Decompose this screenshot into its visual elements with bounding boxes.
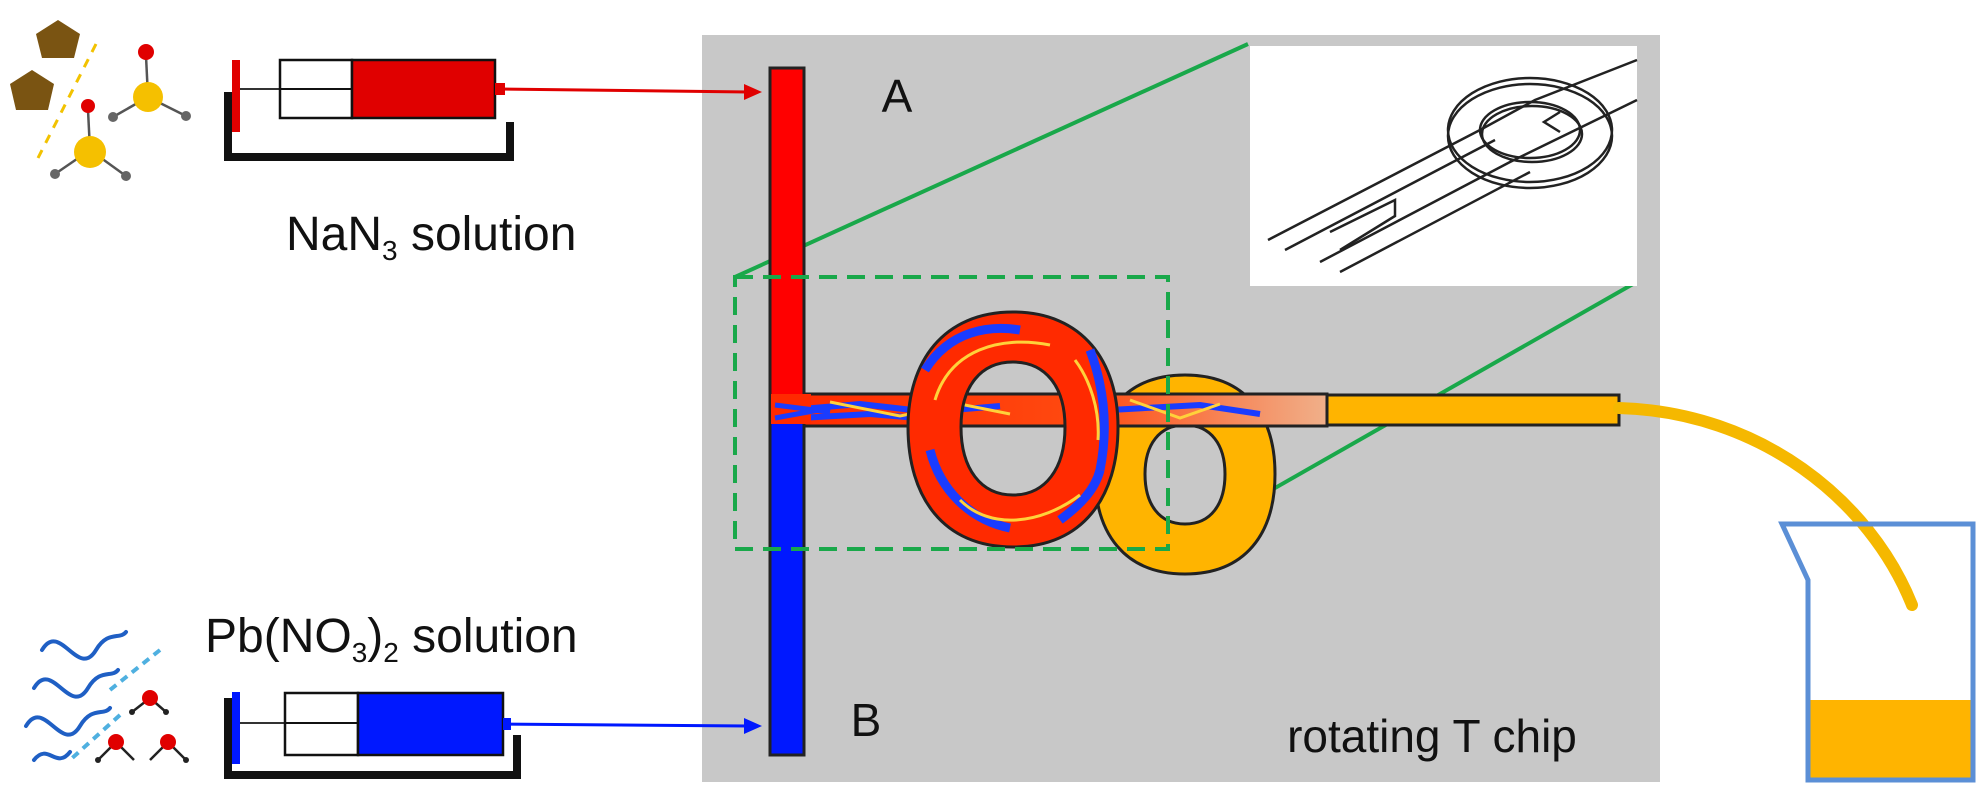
molecule-icon <box>50 99 131 181</box>
mixing-ring <box>906 310 1120 549</box>
syringe-pump-icon <box>224 58 514 161</box>
syringe-pump-icon <box>224 691 521 779</box>
chip-label: rotating T chip <box>1287 710 1577 762</box>
dash-icon <box>68 648 162 762</box>
molecule-icon <box>108 44 191 122</box>
inlet-b-arrowhead <box>744 718 762 734</box>
outlet-tubing <box>1613 402 1918 611</box>
inlet-a-arrow-line <box>499 87 749 94</box>
solution-a-label: NaN3 solution <box>286 208 576 266</box>
inlet-channel-b <box>768 418 806 757</box>
chip-inset <box>1250 46 1638 286</box>
molecule-icon <box>95 690 189 763</box>
zoom-line-top <box>734 42 1249 279</box>
inlet-b-label: B <box>851 694 882 746</box>
inlet-a-label: A <box>882 70 913 122</box>
pentagon-particle-icon <box>10 20 80 110</box>
wave-icon <box>24 630 128 762</box>
zoom-frame <box>733 275 1170 551</box>
inlet-b-arrow-line <box>499 722 749 728</box>
inlet-a-arrowhead <box>744 84 762 100</box>
solution-b-label: Pb(NO3)2 solution <box>205 610 578 668</box>
inlet-channel-a <box>768 66 806 430</box>
beaker-icon <box>1778 521 1976 783</box>
